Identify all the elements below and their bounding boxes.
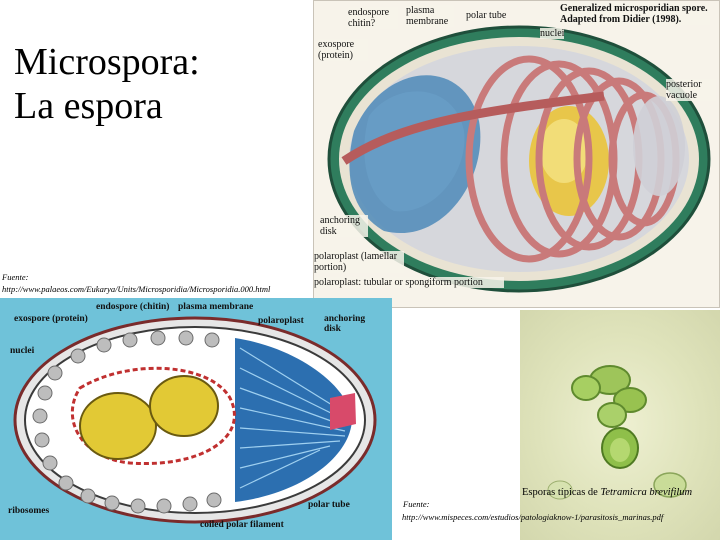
spore-micrograph	[520, 310, 720, 540]
label-polar-tube: polar tube	[466, 10, 507, 21]
bottom-label-anchoring-disk: anchoring disk	[324, 314, 366, 334]
photo-source-url: http://www.mispeces.com/estudios/patolog…	[402, 512, 664, 522]
bottom-label-polar-tube: polar tube	[308, 500, 350, 510]
spore-cross-section-drawing	[13, 316, 377, 524]
label-plasma-membrane: plasma membrane	[406, 5, 454, 27]
bottom-label-coiled-polar-filament: coiled polar filament	[200, 520, 284, 530]
bottom-label-endospore-chitin: endospore (chitin)	[96, 302, 170, 312]
bottom-label-exospore-protein: exospore (protein)	[14, 314, 88, 324]
label-endospore-chitin: endospore chitin?	[348, 7, 398, 29]
bottom-label-ribosomes: ribosomes	[8, 506, 50, 516]
label-polaroplast-lamellar: polaroplast (lamellar portion)	[314, 251, 404, 273]
micrograph-drawing	[547, 365, 687, 500]
slide-title-line-1: Microspora:	[14, 41, 200, 83]
photo-source-prefix: Fuente:	[403, 499, 430, 509]
slide-title: Microspora: La espora	[14, 40, 200, 128]
label-posterior-vacuole: posterior vacuole	[666, 79, 716, 101]
photo-caption-prefix: Esporas típicas de	[522, 487, 601, 498]
generalized-spore-illustration: Generalized microsporidian spore. Adapte…	[313, 0, 720, 308]
top-source-url: http://www.palaeos.com/Eukarya/Units/Mic…	[2, 284, 271, 294]
label-exospore-protein: exospore (protein)	[318, 39, 368, 61]
top-figure-heading: Generalized microsporidian spore. Adapte…	[560, 3, 710, 25]
photo-caption-species: Tetramicra brevifilum	[600, 487, 693, 498]
generalized-spore-drawing	[327, 25, 711, 293]
label-anchoring-disk: anchoring disk	[320, 215, 368, 237]
label-nuclei: nuclei	[540, 28, 565, 39]
top-source-prefix: Fuente:	[2, 272, 29, 282]
photo-caption: Esporas típicas de Tetramicra brevifilum	[522, 487, 692, 498]
spore-cross-section-illustration: endospore (chitin) plasma membrane exosp…	[0, 298, 392, 540]
label-polaroplast-tubular: polaroplast: tubular or spongiform porti…	[314, 277, 504, 288]
bottom-label-polaroplast: polaroplast	[258, 316, 304, 326]
slide-title-line-2: La espora	[14, 85, 163, 127]
bottom-label-plasma-membrane: plasma membrane	[178, 302, 254, 312]
bottom-label-nuclei: nuclei	[10, 346, 35, 356]
